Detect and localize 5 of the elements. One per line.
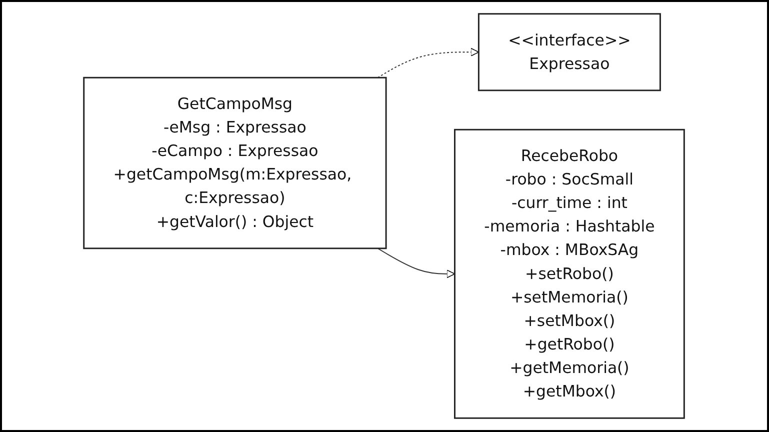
node-box: GetCampoMsg -eMsg : Expressao -eCampo : Expressao +getCampoMsg(m:Expressao, c:Expressao) +getValor() : Object [84, 76, 388, 250]
node-box: RecebeRobo -robo : SocSmall -curr_time : int -memoria : Hashtable -mbox : MBoxSAg +setRobo() +setMemoria() +setMbox() +getRobo() +getMemoria() +getMbox() [454, 128, 686, 419]
node-box: <<interface>> Expressao [478, 13, 662, 92]
arrow [378, 248, 456, 278]
arrow [378, 48, 480, 78]
